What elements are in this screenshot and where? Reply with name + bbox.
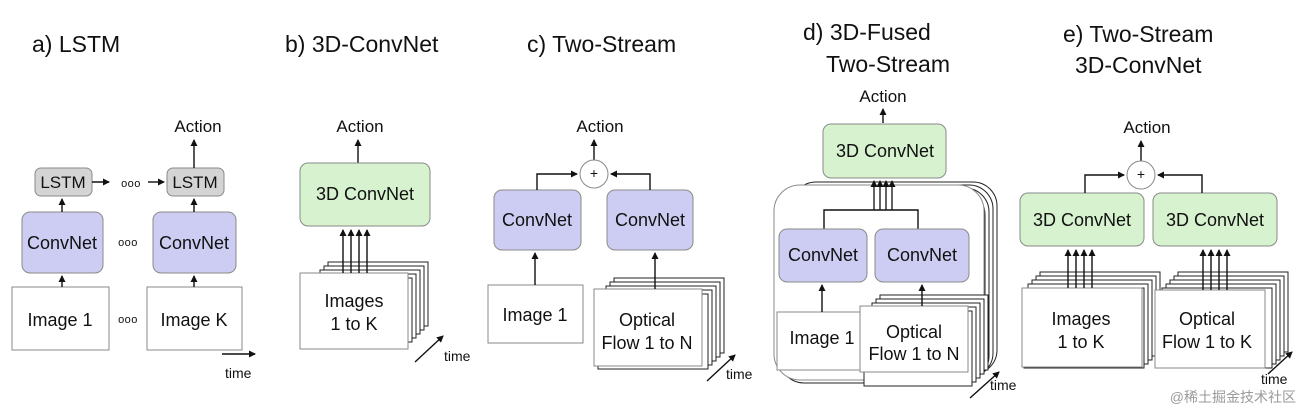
- arrows-e-flow-to-convnet3d: [1199, 249, 1231, 290]
- arrows-d-fuse-to-convnet3d: [870, 180, 896, 210]
- time-label-a: time: [225, 365, 252, 381]
- frame-stack-e-rgb: [1021, 271, 1161, 369]
- flow-label-c-line2: Flow 1 to N: [601, 333, 692, 353]
- convnet3d-box-e-flow-label: 3D ConvNet: [1166, 210, 1264, 230]
- convnet-box-k-label: ConvNet: [159, 233, 229, 253]
- panel-c-two-stream: c) Two-Stream Action + ConvNet ConvNet I…: [487, 31, 753, 382]
- time-arrow-c: [706, 354, 736, 382]
- convnet3d-box-e-rgb: [1019, 192, 1145, 247]
- panel-b-title: b) 3D-ConvNet: [285, 31, 439, 57]
- convnet-box-c-rgb-label: ConvNet: [502, 210, 572, 230]
- panel-b-3d-convnet: b) 3D-ConvNet Action 3D ConvNet Images 1…: [285, 31, 471, 364]
- arrows-b-frames-to-convnet: [339, 229, 371, 273]
- lstm-box-1-label: LSTM: [40, 173, 85, 192]
- ellipsis-lstm: ooo: [121, 178, 141, 190]
- arrow-c-left-to-plus: [536, 170, 578, 190]
- image-1-frame: [11, 286, 110, 351]
- time-arrow-e: [1267, 351, 1293, 375]
- watermark-text: @稀土掘金技术社区: [1170, 389, 1296, 405]
- flow-label-e-line1: Optical: [1179, 309, 1235, 329]
- panel-e-two-stream-3d: e) Two-Stream 3D-ConvNet Action + 3D Con…: [1019, 21, 1293, 387]
- flow-label-d-line2: Flow 1 to N: [868, 344, 959, 364]
- fusion-plus-c: [579, 159, 609, 189]
- images-label-b-line1: Images: [324, 291, 383, 311]
- fusion-plus-e: [1126, 160, 1156, 190]
- time-label-b: time: [444, 348, 471, 364]
- frame-stack-e-flow: [1154, 271, 1289, 369]
- convnet3d-box-e-flow: [1152, 192, 1278, 247]
- panel-c-action-label: Action: [576, 117, 623, 136]
- convnet-box-d-flow: [874, 228, 970, 283]
- arrow-e-right-to-plus: [1157, 171, 1203, 193]
- flow-label-c-line1: Optical: [619, 310, 675, 330]
- panel-e-action-label: Action: [1123, 118, 1170, 137]
- panel-c-title: c) Two-Stream: [527, 31, 676, 57]
- images-label-e-line1: Images: [1051, 309, 1110, 329]
- panel-a-lstm: a) LSTM Action LSTM LSTM ConvNet ConvNet…: [11, 31, 256, 381]
- images-label-b-line2: 1 to K: [330, 314, 377, 334]
- ellipsis-image: ooo: [118, 314, 138, 326]
- convnet-box-d-flow-label: ConvNet: [887, 245, 957, 265]
- convnet-box-d-rgb: [778, 228, 868, 283]
- panel-d-title-line2: Two-Stream: [826, 51, 950, 77]
- panel-b-action-label: Action: [336, 117, 383, 136]
- convnet3d-box-e-rgb-label: 3D ConvNet: [1033, 210, 1131, 230]
- image-1-frame-c: [487, 284, 584, 344]
- arrow-e-left-to-plus: [1084, 171, 1125, 193]
- lstm-box-k-label: LSTM: [172, 173, 217, 192]
- image-1-label-c: Image 1: [502, 305, 567, 325]
- convnet-box-c-flow-label: ConvNet: [615, 210, 685, 230]
- ellipsis-convnet: ooo: [118, 237, 138, 249]
- panel-a-action-label: Action: [174, 117, 221, 136]
- convnet3d-box-d-label: 3D ConvNet: [836, 141, 934, 161]
- convnet3d-box-b: [299, 162, 431, 227]
- fusion-plus-c-label: +: [590, 165, 598, 181]
- time-label-c: time: [726, 366, 753, 382]
- flow-label-e-line2: Flow 1 to K: [1162, 332, 1252, 352]
- images-label-e-line2: 1 to K: [1057, 332, 1104, 352]
- fusion-plus-e-label: +: [1137, 166, 1145, 182]
- panel-a-title: a) LSTM: [32, 31, 120, 57]
- image-1-label-d: Image 1: [789, 328, 854, 348]
- time-arrow-d: [969, 371, 1000, 399]
- convnet3d-box-d: [822, 123, 947, 179]
- convnet3d-box-b-label: 3D ConvNet: [316, 184, 414, 204]
- image-1-label: Image 1: [27, 310, 92, 330]
- frame-stack-d: [859, 294, 989, 387]
- time-label-e: time: [1261, 371, 1288, 387]
- arrows-e-rgb-to-convnet3d: [1064, 249, 1096, 288]
- arrow-c-right-to-plus: [610, 170, 651, 190]
- fusion-bracket-d: [823, 209, 919, 230]
- frame-stack-b: [299, 261, 429, 350]
- image-1-frame-d: [776, 311, 868, 371]
- panel-e-title-line1: e) Two-Stream: [1063, 21, 1213, 47]
- convnet-box-d-rgb-label: ConvNet: [788, 245, 858, 265]
- time-arrow-b: [414, 335, 444, 363]
- flow-label-d-line1: Optical: [886, 322, 942, 342]
- frame-stack-c: [593, 277, 725, 370]
- panel-d-title-line1: d) 3D-Fused: [803, 19, 931, 45]
- panel-d-3d-fused: d) 3D-Fused Two-Stream Action 3D ConvNet…: [773, 19, 1017, 399]
- time-label-d: time: [990, 377, 1017, 393]
- convnet-box-1-label: ConvNet: [27, 233, 97, 253]
- image-k-label: Image K: [160, 310, 227, 330]
- panel-d-action-label: Action: [859, 87, 906, 106]
- lstm-box-k: [166, 167, 225, 197]
- panel-e-title-line2: 3D-ConvNet: [1075, 52, 1202, 78]
